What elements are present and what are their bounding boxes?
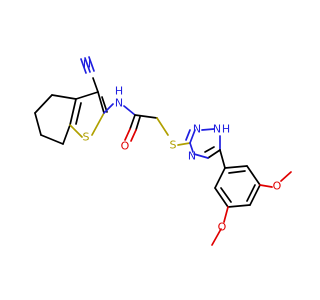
triazole-nitrogen-2-label: N [213, 123, 221, 136]
molecule-structure-diagram: N N H S O S N N H N O O [34, 56, 292, 246]
methoxy-oxygen-2-label: O [218, 221, 227, 234]
amide-hydrogen-label: H [115, 85, 123, 98]
methoxy-oxygen-1-label: O [273, 180, 282, 193]
cyano-nitrogen-label: N [83, 58, 91, 71]
carbonyl-oxygen-label: O [121, 140, 130, 153]
triazole-nitrogen-3-label: N [188, 150, 196, 163]
triazole-hydrogen-label: H [222, 123, 230, 136]
atom-labels: N N H S O S N N H N O O [83, 58, 282, 234]
bond-lines [34, 56, 292, 246]
triazole-nitrogen-1-label: N [193, 123, 201, 136]
thioether-sulfur-label: S [170, 139, 177, 152]
thiophene-sulfur-label: S [83, 131, 90, 144]
amide-nitrogen-label: N [115, 97, 123, 110]
